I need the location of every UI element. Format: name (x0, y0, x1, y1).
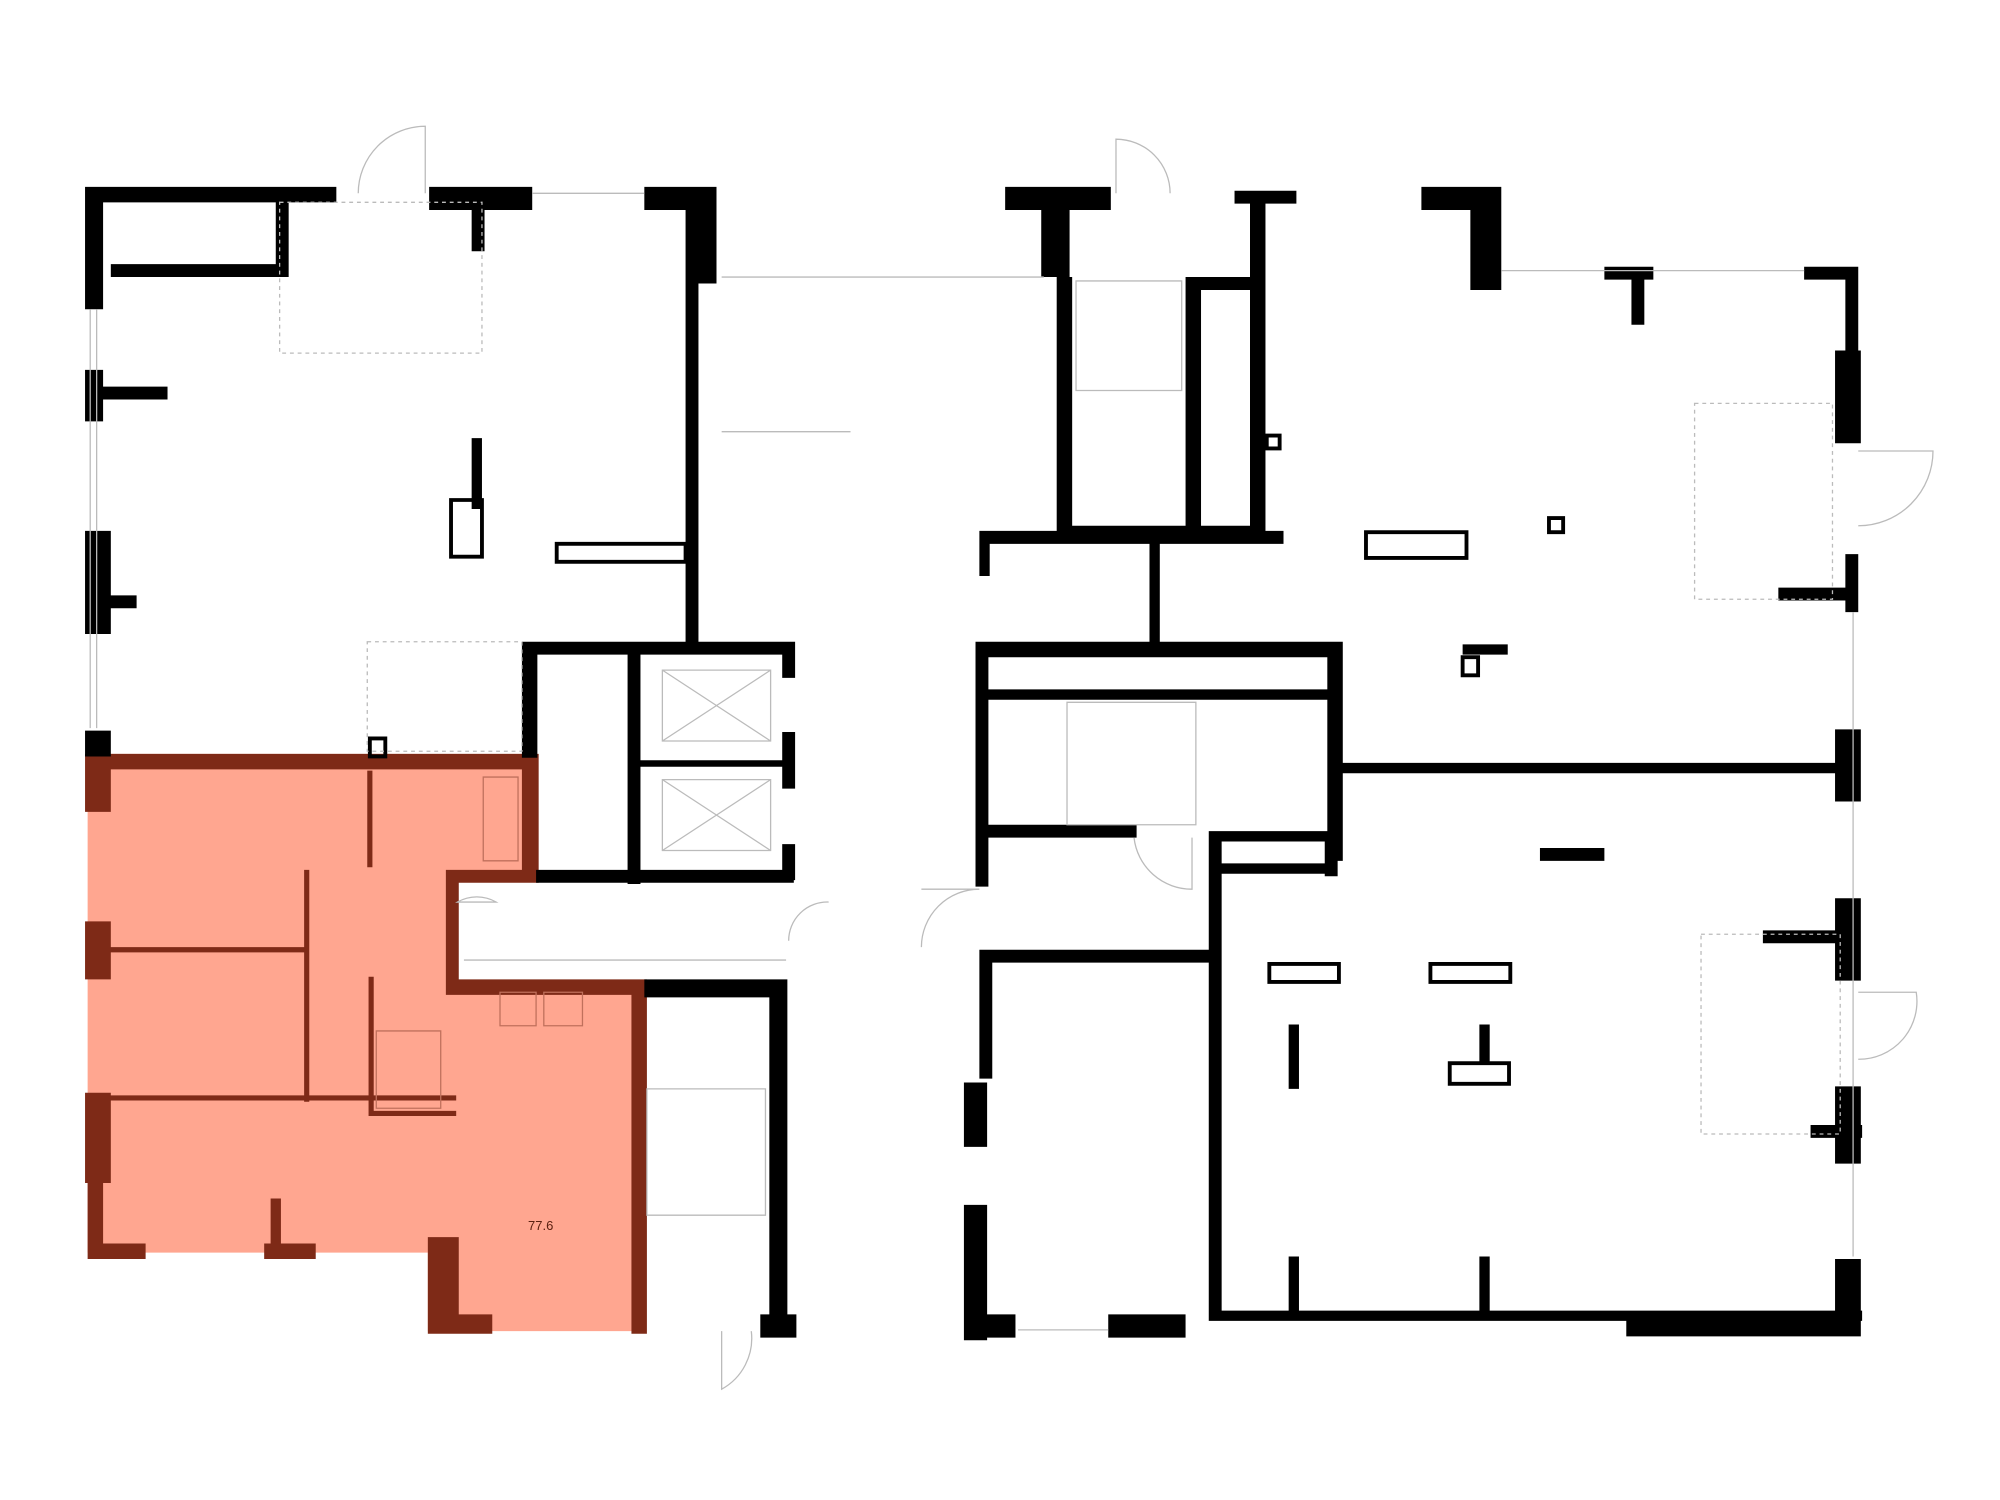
highlighted-apartment[interactable] (85, 753, 647, 1334)
elevators (661, 669, 772, 852)
fixtures (89, 125, 1934, 1391)
door-swings (357, 125, 1934, 1391)
apartment-area-label: 77.6 (528, 1218, 554, 1233)
apartment-fill[interactable] (87, 753, 645, 1332)
balconies (278, 201, 1841, 1135)
windows (89, 192, 1854, 1331)
columns-and-counters (367, 433, 1566, 1086)
stairs (646, 280, 1197, 1216)
building-walls (85, 186, 1863, 1341)
apartment-fixtures (375, 776, 584, 1109)
